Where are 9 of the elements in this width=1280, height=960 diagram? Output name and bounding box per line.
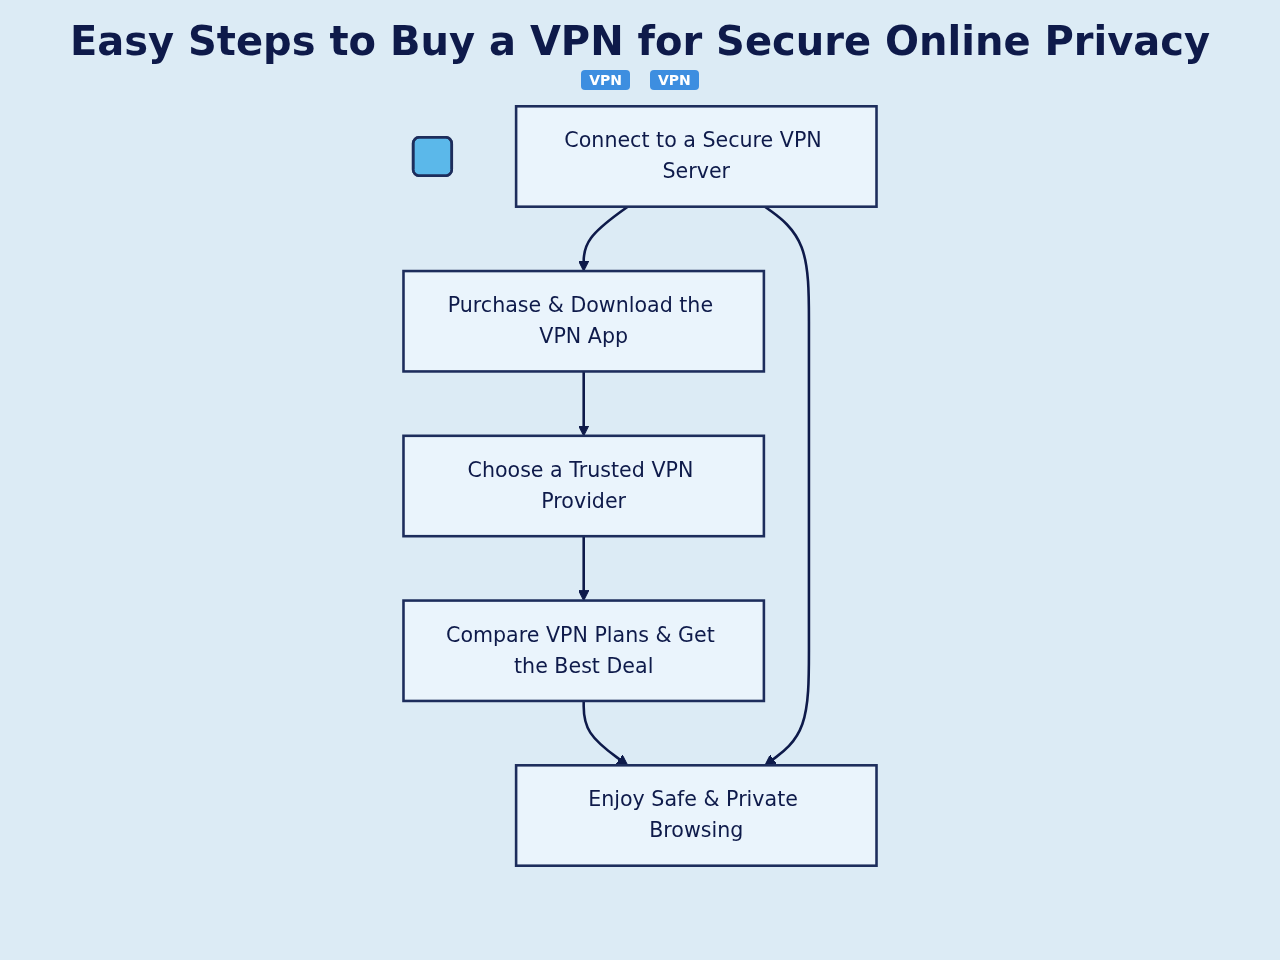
arrow (582, 700, 629, 766)
node-box: Enjoy Safe & Private Browsing (514, 764, 878, 867)
title: Easy Steps to Buy a VPN for Secure Online Privacy (68, 18, 1212, 64)
node-box: Compare VPN Plans & Get the Best Deal (402, 599, 766, 703)
vpn-label: VPN (581, 70, 630, 90)
node-box: Purchase & Download the VPN App (402, 269, 766, 373)
node-box: Choose a Trusted VPN Provider (402, 434, 766, 538)
node-box: Connect to a Secure VPN Server (514, 105, 878, 208)
vpn-label: VPN (650, 70, 699, 90)
